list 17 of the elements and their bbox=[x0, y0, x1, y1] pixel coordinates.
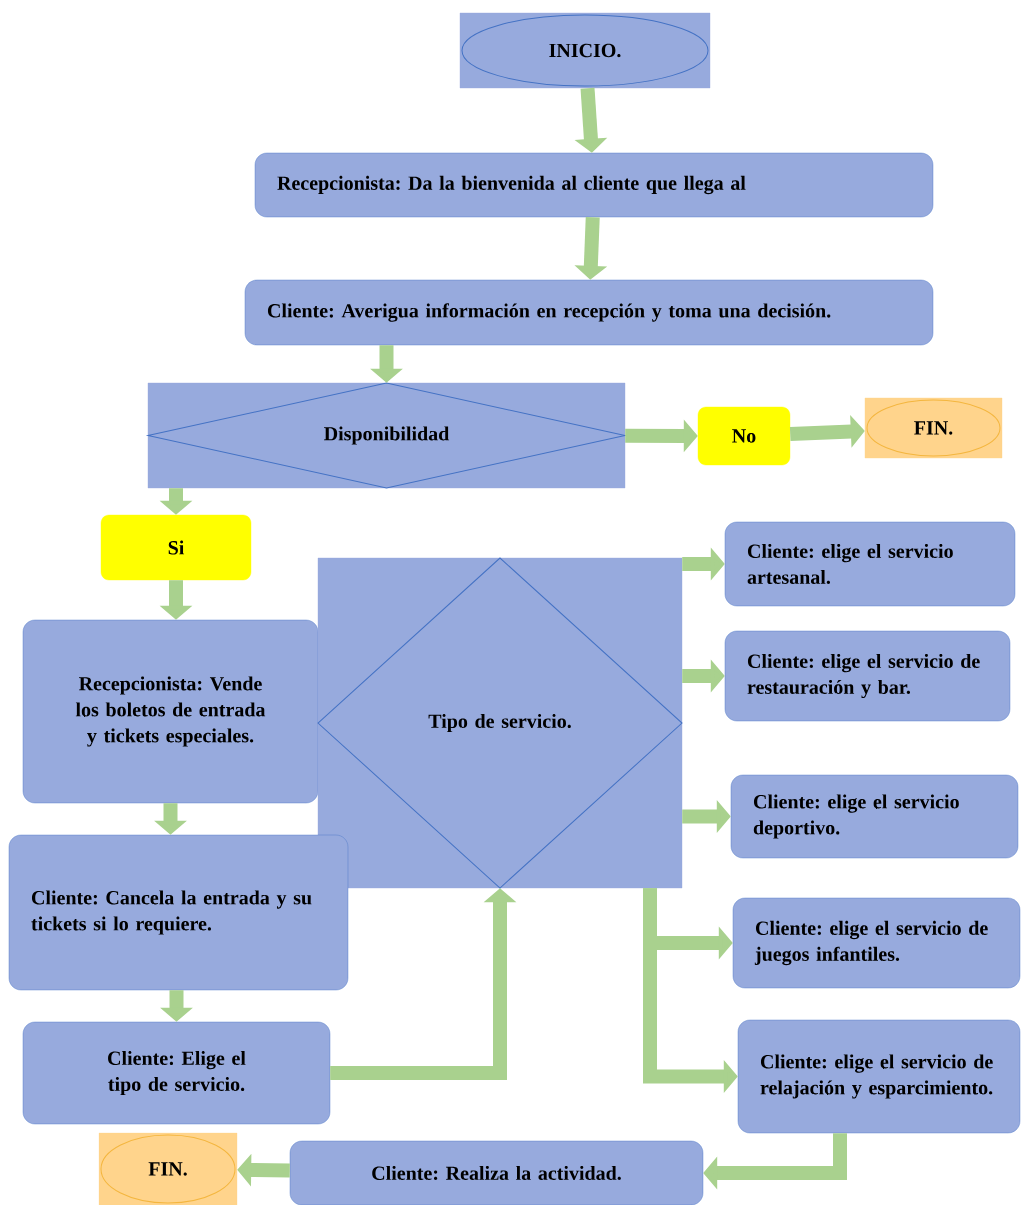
process-box: Cliente: Realiza la actividad. bbox=[289, 1140, 704, 1205]
process-box: Recepcionista: Da la bienvenida al cliente que llega al bbox=[254, 152, 934, 218]
process-box: Cliente: elige el servicio artesanal. bbox=[724, 521, 1016, 607]
process-box: Cliente: elige el servicio de restauración y bar. bbox=[724, 630, 1011, 722]
process-box: Cliente: elige el servicio deportivo. bbox=[730, 774, 1019, 859]
process-box: Recepcionista: Vende los boletos de entrada y tickets especiales. bbox=[22, 619, 319, 804]
arrow bbox=[703, 1133, 847, 1190]
end-terminal: FIN. bbox=[864, 397, 1003, 459]
process-box: Cliente: Cancela la entrada y su tickets si lo requiere. bbox=[8, 834, 349, 991]
start-terminal: INICIO. bbox=[459, 12, 711, 89]
process-box: Cliente: elige el servicio de juegos infantiles. bbox=[732, 897, 1021, 989]
answer-box: No bbox=[697, 406, 791, 466]
process-box: Cliente: Elige el tipo de servicio. bbox=[22, 1021, 331, 1125]
answer-box: Si bbox=[100, 514, 252, 581]
process-box: Cliente: Averigua información en recepción y toma una decisión. bbox=[244, 279, 934, 346]
process-box: Cliente: elige el servicio de relajación y esparcimiento. bbox=[737, 1019, 1021, 1134]
end-terminal: FIN. bbox=[98, 1132, 238, 1205]
